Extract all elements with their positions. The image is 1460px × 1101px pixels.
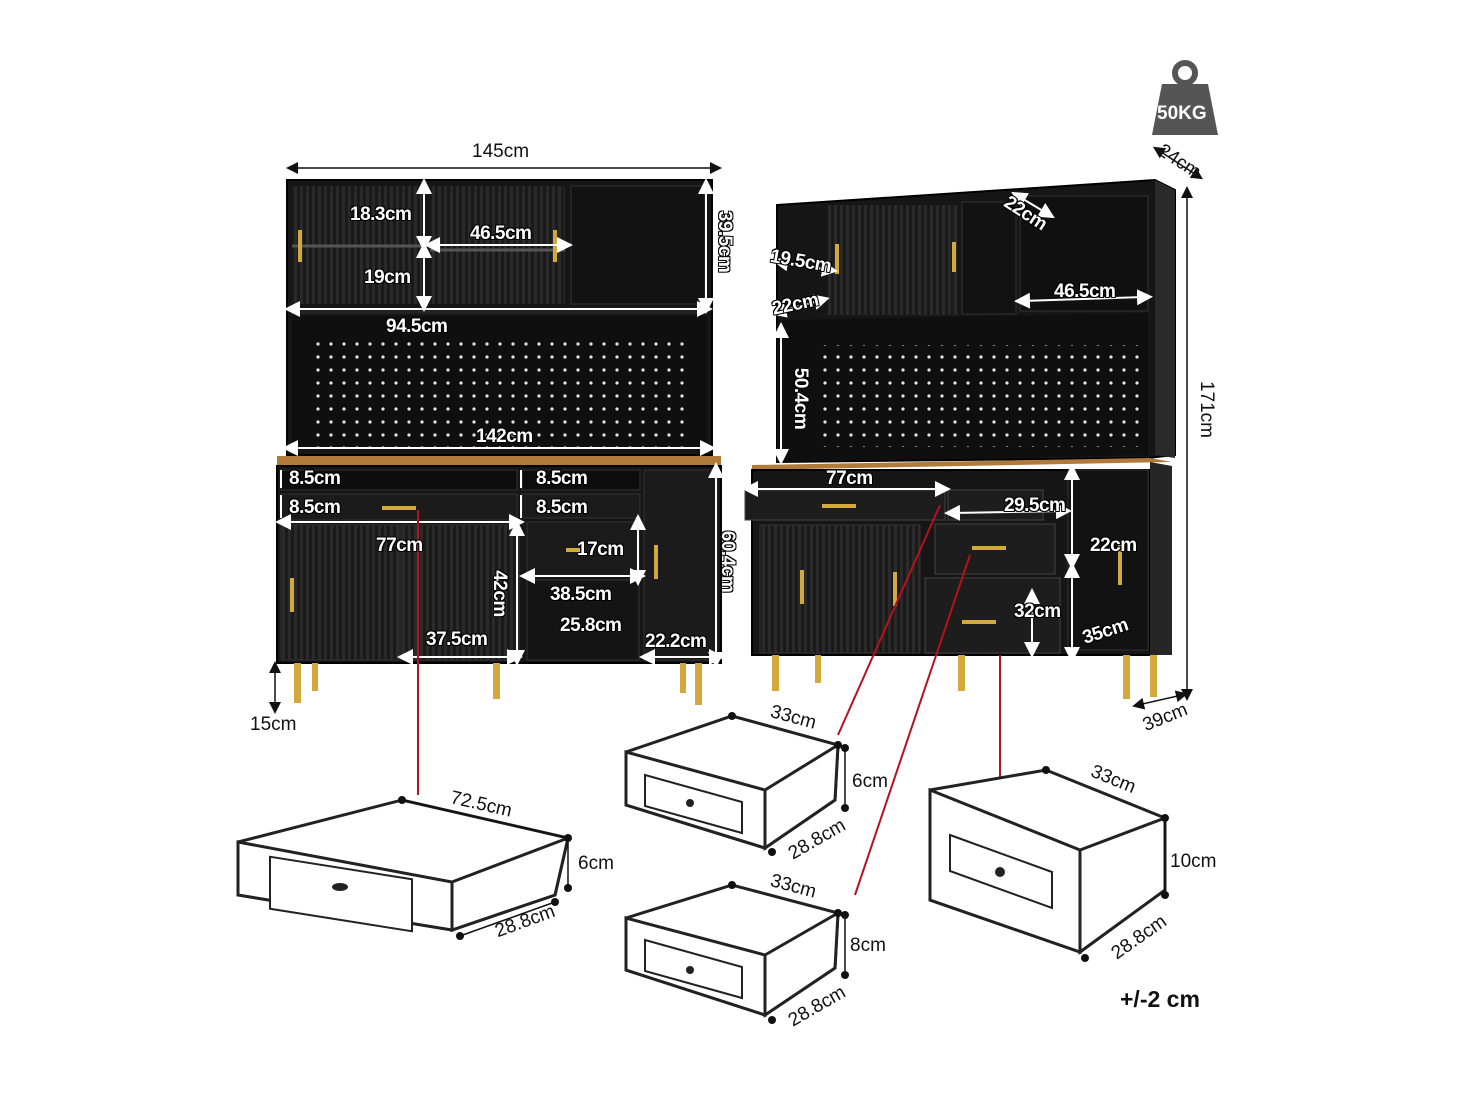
hutch-width-label: 94.5cm: [386, 316, 448, 337]
base-height-label: 60.4cm: [717, 530, 739, 593]
angled-pegboard: [820, 345, 1145, 447]
drawer-small-mid: [624, 881, 849, 1024]
drawer-tall-height-label: 10cm: [1170, 851, 1217, 872]
weight-badge-label: 50KG: [1157, 103, 1207, 124]
drawer-width-label: 77cm: [826, 468, 873, 489]
top-height-label: 39.5cm: [714, 210, 736, 273]
drawer-small-top: [624, 712, 849, 856]
small-drawer-width-label: 29.5cm: [1004, 495, 1066, 516]
angled-view-cabinet: [742, 146, 1204, 710]
drawer-mid-bottom-label: 8.5cm: [536, 497, 588, 518]
inner-drawer-height-label: 17cm: [577, 539, 624, 560]
door-width-label: 37.5cm: [426, 629, 488, 650]
right-shelf-width-label: 46.5cm: [1054, 281, 1116, 302]
pegboard-width-label: 142cm: [476, 426, 533, 447]
glass-cabinet-width-label: 46.5cm: [470, 223, 532, 244]
front-leg: [294, 663, 301, 703]
drawer-large: [236, 796, 572, 940]
overall-width-label: 145cm: [472, 141, 530, 162]
angled-glass-doors: [828, 205, 958, 315]
lower-cabinet-height-label: 42cm: [488, 570, 510, 617]
angled-leg: [772, 655, 779, 691]
overall-height-label: 171cm: [1196, 380, 1218, 439]
leg-height-label: 15cm: [250, 714, 297, 735]
leader-lines: [417, 504, 1001, 896]
inner-depth-label: 25.8cm: [560, 615, 622, 636]
big-drawer-height-label: 32cm: [1014, 601, 1061, 622]
tolerance-note: +/-2 cm: [1120, 986, 1200, 1012]
shelf-lower-label: 19cm: [364, 267, 411, 288]
drawer-small-mid-height-label: 8cm: [850, 935, 886, 956]
drawer-large-height-label: 6cm: [578, 853, 614, 874]
front-countertop: [277, 456, 721, 466]
angled-countertop: [752, 458, 1172, 470]
pegboard-height-label: 50.4cm: [790, 367, 812, 430]
front-pegboard: [310, 340, 685, 448]
front-open-cube: [570, 185, 706, 305]
drawer-left-top-label: 8.5cm: [289, 468, 341, 489]
side-door-width-label: 22.2cm: [645, 631, 707, 652]
front-handle: [298, 230, 302, 262]
front-view-cabinet: [269, 162, 725, 714]
drawer-mid-top-label: 8.5cm: [536, 468, 588, 489]
lower-cabinet-width-label: 77cm: [376, 535, 423, 556]
side-shelf-upper-label: 22cm: [1090, 535, 1137, 556]
drawer-tall: [928, 766, 1169, 962]
drawer-left-bottom-label: 8.5cm: [289, 497, 341, 518]
front-drawer-handle: [382, 506, 416, 510]
inner-drawer-width-label: 38.5cm: [550, 584, 612, 605]
weight-icon: [1152, 60, 1218, 135]
drawer-small-top-height-label: 6cm: [852, 771, 888, 792]
shelf-upper-label: 18.3cm: [350, 204, 412, 225]
